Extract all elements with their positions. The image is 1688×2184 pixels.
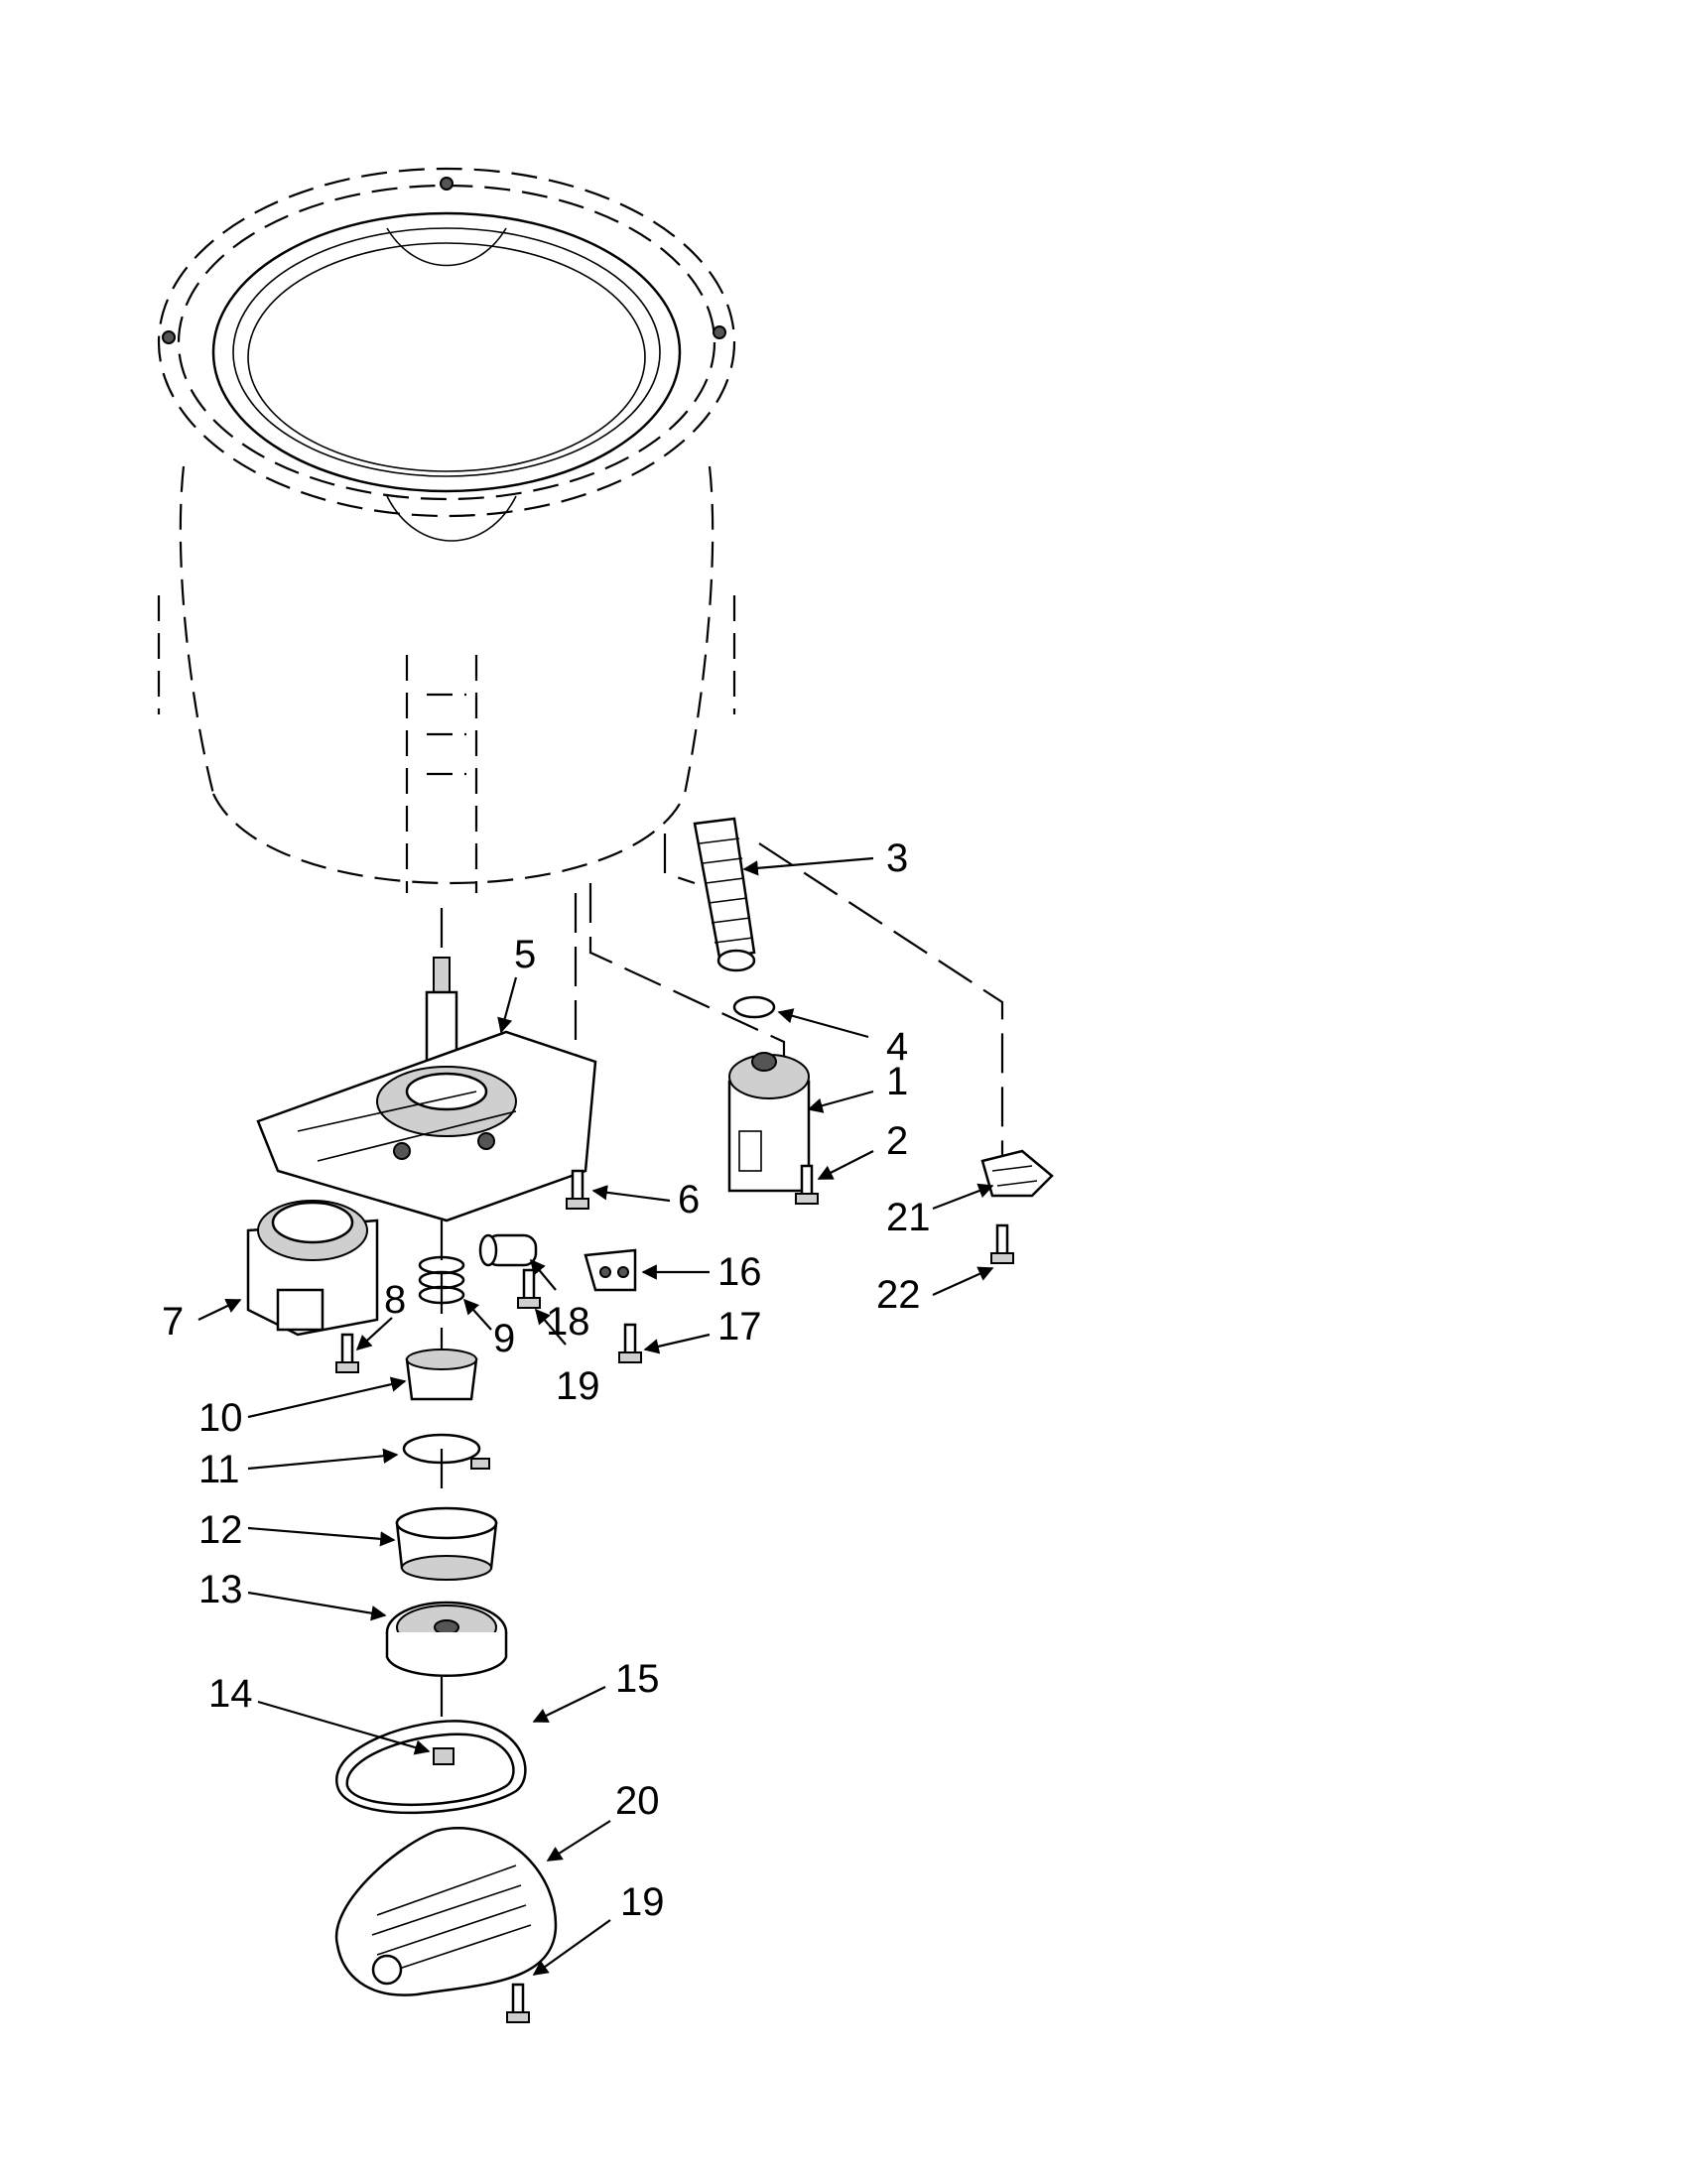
callout-19-lower: 19 bbox=[620, 1880, 665, 1924]
callout-3: 3 bbox=[886, 836, 908, 880]
callout-17: 17 bbox=[717, 1305, 762, 1349]
part-capacitor bbox=[478, 1233, 538, 1267]
callout-20: 20 bbox=[615, 1779, 660, 1823]
callout-13: 13 bbox=[198, 1568, 243, 1611]
callout-22: 22 bbox=[876, 1273, 921, 1317]
part-clutch bbox=[405, 1349, 478, 1401]
callout-1: 1 bbox=[886, 1060, 908, 1103]
callout-8: 8 bbox=[384, 1278, 406, 1322]
part-pump-mount bbox=[980, 1149, 1054, 1198]
part-drive-motor bbox=[246, 1200, 379, 1337]
part-mount-screw bbox=[990, 1223, 1014, 1264]
callout-12: 12 bbox=[198, 1508, 243, 1552]
callout-21: 21 bbox=[886, 1196, 931, 1239]
callout-6: 6 bbox=[678, 1178, 700, 1221]
part-bracket-screw bbox=[618, 1323, 642, 1363]
part-shield-screw bbox=[506, 1983, 530, 2023]
callout-4: 4 bbox=[886, 1025, 908, 1069]
callout-18: 18 bbox=[546, 1300, 590, 1344]
callout-5: 5 bbox=[514, 933, 536, 976]
part-lid-switch-bracket bbox=[584, 1248, 637, 1292]
part-spring bbox=[418, 1255, 465, 1305]
callout-19-upper: 19 bbox=[556, 1364, 600, 1408]
callout-7: 7 bbox=[162, 1300, 184, 1344]
part-motor-screw bbox=[335, 1333, 359, 1373]
part-base-screw bbox=[566, 1169, 589, 1210]
callout-16: 16 bbox=[717, 1250, 762, 1294]
part-clamp-ring bbox=[402, 1433, 490, 1470]
part-drive-belt bbox=[335, 1720, 527, 1815]
part-pulley-shield bbox=[334, 1827, 558, 1996]
part-pump-screw bbox=[795, 1164, 819, 1205]
callout-leaders bbox=[197, 856, 994, 1976]
part-clutch-housing bbox=[395, 1506, 498, 1581]
part-capacitor-screw bbox=[517, 1268, 541, 1309]
callout-10: 10 bbox=[198, 1396, 243, 1440]
callout-14: 14 bbox=[208, 1672, 253, 1716]
part-drain-pump bbox=[727, 1052, 811, 1193]
part-drive-pulley bbox=[385, 1601, 508, 1677]
callout-15: 15 bbox=[615, 1657, 660, 1701]
part-drain-hose bbox=[693, 817, 756, 972]
part-hose-clamp bbox=[732, 995, 776, 1019]
callout-9: 9 bbox=[493, 1317, 515, 1360]
wash-tub-phantom bbox=[157, 167, 736, 893]
callout-labels: 1 2 3 4 5 6 7 8 9 10 11 12 13 14 15 16 1… bbox=[162, 836, 931, 1924]
part-gearcase-base bbox=[256, 957, 597, 1222]
part-pulley-nut bbox=[433, 1747, 454, 1765]
callout-2: 2 bbox=[886, 1119, 908, 1163]
callout-11: 11 bbox=[198, 1448, 240, 1491]
